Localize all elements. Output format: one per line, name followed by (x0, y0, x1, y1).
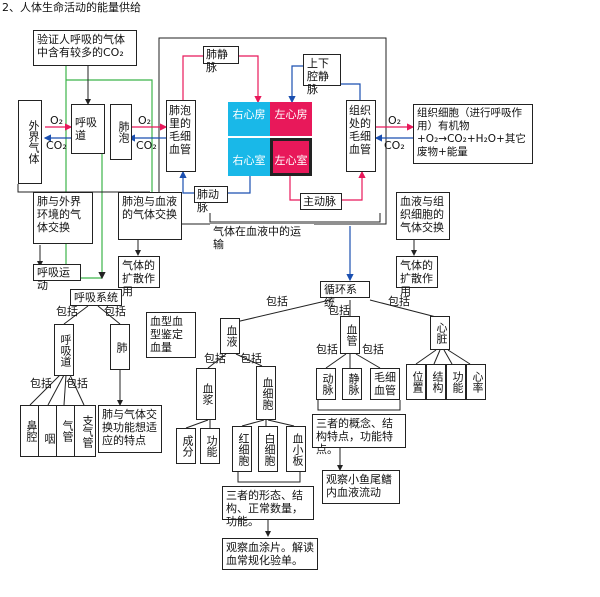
o2-label-left: O₂ (50, 114, 64, 127)
nose-box: 鼻腔 (20, 405, 40, 457)
artery-box: 动脉 (316, 368, 336, 400)
co2-label-mid: CO₂ (136, 139, 157, 152)
circulation-box: 循环系统 (320, 281, 370, 309)
structure-box: 结构 (426, 364, 446, 400)
blood-cells-box: 血细胞 (256, 366, 276, 420)
bronchi-box: 支气管 (74, 405, 96, 457)
left-ventricle: 左心室 (270, 138, 312, 176)
include-label: 包括 (56, 305, 78, 318)
exchange-tissue-box: 血液与组织细胞的气体交换 (396, 192, 450, 240)
smear-box: 观察血涂片。解读血常规化验单。 (222, 538, 318, 570)
throat-box: 咽 (38, 405, 58, 457)
wbc-box: 白细胞 (258, 426, 278, 472)
pulmonary-vein-box: 肺静脉 (203, 46, 239, 74)
heart-rate-box: 心率 (466, 364, 486, 400)
exchange-outside-box: 肺与外界环境的气体交换 (33, 192, 93, 244)
capillary-box: 毛细血管 (370, 368, 400, 400)
include-label: 包括 (328, 304, 350, 317)
function2-box: 功能 (446, 364, 466, 400)
include-label: 包括 (266, 295, 288, 308)
breathing-move-box: 呼吸运动 (33, 264, 81, 292)
diagram-title: 2、人体生命活动的能量供给 (2, 1, 141, 14)
capillary-tissue-box: 组织处的毛细血管 (346, 100, 376, 172)
cells-note-box: 三者的形态、结构、正常数量，功能。 (222, 486, 314, 528)
include-label: 包括 (388, 295, 410, 308)
function-box: 功能 (200, 428, 220, 464)
exchange-blood-box: 肺泡与血液的气体交换 (118, 192, 182, 240)
diffusion-box-2: 气体的扩散作用 (396, 256, 438, 298)
airway-box: 呼吸道 (71, 104, 105, 154)
blood-type-box: 血型血型鉴定血量 (146, 312, 196, 358)
include-label: 包括 (316, 343, 338, 356)
vessels-note-box: 三者的概念、结构特点，功能特点。 (312, 414, 406, 456)
rbc-box: 红细胞 (232, 426, 252, 472)
include-label: 包括 (104, 305, 126, 318)
capillary-lung-box: 肺泡里的毛细血管 (166, 100, 196, 172)
o2-label-mid: O₂ (138, 114, 152, 127)
vessels-box: 血管 (340, 316, 360, 354)
include-label: 包括 (362, 343, 384, 356)
larynx-box: 气管 (56, 405, 76, 457)
fish-box: 观察小鱼尾鳍内血液流动 (322, 470, 400, 504)
resp-system-box: 呼吸系统 (70, 289, 122, 306)
include-label: 包括 (30, 377, 52, 390)
co2-label-right: CO₂ (384, 139, 405, 152)
lung-box: 肺泡 (110, 104, 132, 160)
include-label: 包括 (240, 352, 262, 365)
position-box: 位置 (406, 364, 426, 400)
vena-cava-box: 上下腔静脉 (303, 54, 341, 96)
lung2-box: 肺 (110, 324, 130, 370)
lung-adapt-box: 肺与气体交换功能想适应的特点 (98, 405, 162, 453)
include-label: 包括 (204, 352, 226, 365)
o2-label-right: O₂ (388, 114, 402, 127)
plasma-box: 血浆 (196, 368, 216, 420)
verify-box: 验证人呼吸的气体中含有较多的CO₂ (33, 30, 137, 66)
tissue-cell-box: 组织细胞（进行呼吸作用）有机物+O₂→CO₂+H₂O+其它废物+能量 (413, 104, 533, 164)
platelet-box: 血小板 (286, 426, 306, 472)
aorta-box: 主动脉 (300, 193, 342, 210)
diffusion-box-1: 气体的扩散作用 (118, 256, 160, 298)
transport-box: 气体在血液中的运输 (210, 224, 314, 251)
right-ventricle: 右心室 (228, 138, 270, 176)
component-box: 成分 (176, 428, 196, 464)
pulmonary-artery-box: 肺动脉 (194, 186, 228, 214)
left-atrium: 左心房 (270, 102, 312, 136)
right-atrium: 右心房 (228, 102, 270, 136)
outside-air-box: 外界气体 (18, 100, 42, 184)
include-label: 包括 (66, 377, 88, 390)
vein-box: 静脉 (342, 368, 362, 400)
heart-box: 心脏 (430, 316, 450, 350)
blood-box: 血液 (220, 318, 240, 354)
resp-tract-box: 呼吸道 (54, 324, 74, 376)
co2-label-left: CO₂ (46, 139, 67, 152)
